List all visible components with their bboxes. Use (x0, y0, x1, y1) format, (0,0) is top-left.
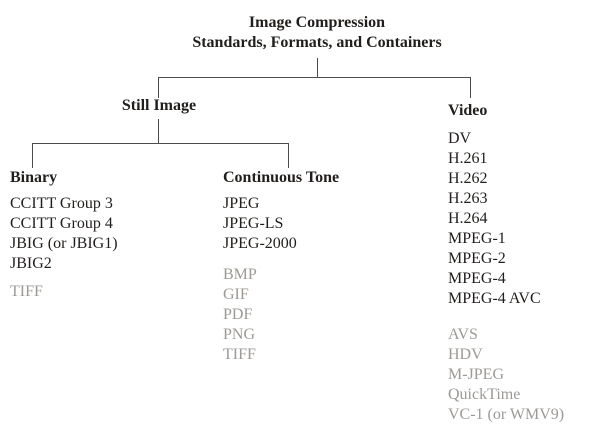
list-item: BMP (223, 266, 257, 283)
list-item: MPEG-2 (448, 250, 506, 267)
connector-drop-still-image (158, 77, 159, 98)
list-item: JPEG-LS (223, 215, 284, 232)
list-item: QuickTime (448, 386, 521, 403)
continuous-tone-standards-list: JPEG JPEG-LS JPEG-2000 (223, 194, 297, 254)
list-item: CCITT Group 3 (10, 195, 113, 212)
list-item: JPEG (223, 195, 260, 212)
list-item: PDF (223, 306, 253, 323)
list-item: MPEG-4 (448, 270, 506, 287)
branch-label-still-image: Still Image (121, 97, 197, 114)
list-item: JBIG (or JBIG1) (10, 235, 118, 252)
connector-drop-video (470, 77, 471, 98)
connector-still-image-stem (158, 119, 159, 143)
list-item: JBIG2 (10, 255, 52, 272)
list-item: H.261 (448, 150, 488, 167)
list-item: H.264 (448, 210, 488, 227)
diagram-title: Image Compression Standards, Formats, an… (117, 13, 517, 53)
list-item: TIFF (10, 283, 43, 300)
connector-level2-crossbar (32, 143, 289, 144)
list-item: VC-1 (or WMV9) (448, 406, 565, 423)
list-item: MPEG-1 (448, 230, 506, 247)
video-standards-list: DV H.261 H.262 H.263 H.264 MPEG-1 MPEG-2… (448, 129, 541, 309)
connector-drop-binary (32, 143, 33, 168)
binary-standards-list: CCITT Group 3 CCITT Group 4 JBIG (or JBI… (10, 194, 118, 274)
list-item: PNG (223, 326, 256, 343)
video-muted-formats-list: AVS HDV M-JPEG QuickTime VC-1 (or WMV9) (448, 325, 564, 425)
list-item: HDV (448, 346, 483, 363)
list-item: MPEG-4 AVC (448, 290, 541, 307)
branch-label-binary: Binary (10, 169, 58, 186)
list-item: DV (448, 130, 472, 147)
diagram-title-line1: Image Compression (248, 14, 386, 31)
list-item: CCITT Group 4 (10, 215, 113, 232)
binary-muted-formats-list: TIFF (10, 282, 43, 302)
list-item: JPEG-2000 (223, 235, 297, 252)
branch-label-continuous-tone: Continuous Tone (223, 169, 340, 186)
list-item: H.263 (448, 190, 488, 207)
continuous-tone-muted-formats-list: BMP GIF PDF PNG TIFF (223, 265, 257, 365)
list-item: H.262 (448, 170, 488, 187)
list-item: TIFF (223, 346, 256, 363)
diagram-title-line2: Standards, Formats, and Containers (192, 34, 442, 51)
list-item: M-JPEG (448, 366, 505, 383)
connector-level1-crossbar (158, 77, 471, 78)
list-item: GIF (223, 286, 249, 303)
branch-label-video: Video (448, 102, 488, 119)
list-item: AVS (448, 326, 478, 343)
connector-title-stem (317, 58, 318, 77)
connector-drop-continuous-tone (288, 143, 289, 168)
